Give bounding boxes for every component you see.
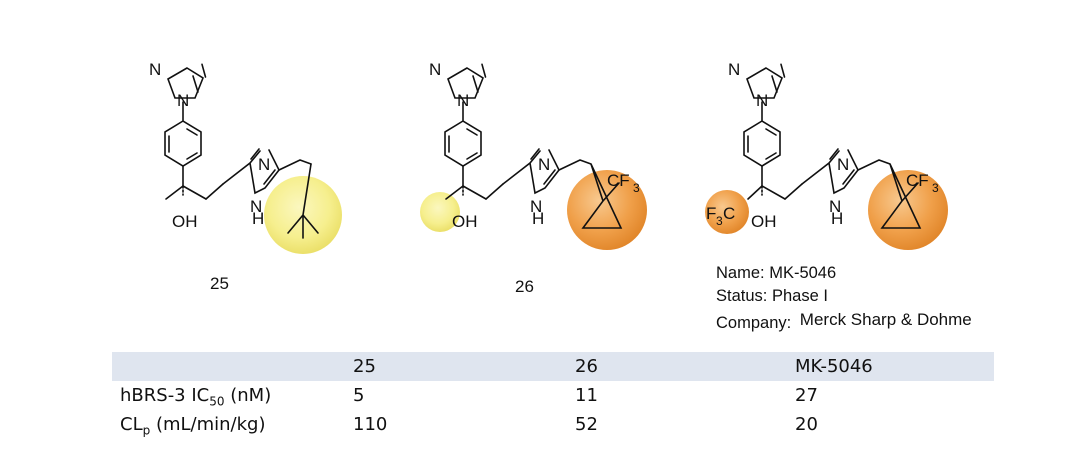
table-header-cell: MK-5046 bbox=[795, 356, 873, 377]
svg-text:C: C bbox=[723, 204, 735, 223]
table-header-cell: 25 bbox=[353, 356, 376, 377]
svg-text:N: N bbox=[429, 60, 441, 79]
svg-text:H: H bbox=[532, 209, 544, 228]
info-name-value: MK-5046 bbox=[769, 264, 837, 282]
svg-text:N: N bbox=[258, 155, 270, 174]
cf3-cyclopropyl-highlight bbox=[868, 170, 948, 250]
cf3-highlight bbox=[705, 190, 749, 234]
svg-text:CF: CF bbox=[906, 171, 929, 190]
svg-text:OH: OH bbox=[172, 212, 198, 231]
table-row: hBRS-3 IC50 (nM) 5 11 27 bbox=[112, 381, 994, 410]
table-cell: 52 bbox=[575, 414, 598, 435]
info-company-label: Company: bbox=[716, 314, 792, 332]
svg-text:N: N bbox=[728, 60, 740, 79]
svg-text:N: N bbox=[250, 197, 262, 216]
compound-25-structure: N N OH N N H bbox=[149, 60, 342, 254]
svg-text:H: H bbox=[831, 209, 843, 228]
svg-text:N: N bbox=[538, 155, 550, 174]
compound-label-26: 26 bbox=[515, 277, 534, 296]
svg-text:N: N bbox=[149, 60, 161, 79]
activity-table: 25 26 MK-5046 hBRS-3 IC50 (nM) 5 11 27 C… bbox=[112, 352, 994, 439]
cf3-cyclopropyl-highlight bbox=[567, 170, 647, 250]
svg-text:H: H bbox=[252, 209, 264, 228]
table-cell: 11 bbox=[575, 385, 598, 406]
info-status: Status: Phase I bbox=[716, 287, 828, 306]
svg-text:3: 3 bbox=[716, 214, 723, 228]
table-cell: 20 bbox=[795, 414, 818, 435]
table-header-row: 25 26 MK-5046 bbox=[112, 352, 994, 381]
svg-text:CF: CF bbox=[607, 171, 630, 190]
svg-text:N: N bbox=[530, 197, 542, 216]
row-label-ic50: hBRS-3 IC50 (nM) bbox=[120, 385, 272, 409]
table-row: CLp (mL/min/kg) 110 52 20 bbox=[112, 410, 994, 439]
compound-26-structure: N N OH N N H CF 3 bbox=[420, 60, 647, 250]
info-company: Company: Merck Sharp & Dohme bbox=[716, 310, 972, 333]
svg-text:N: N bbox=[756, 91, 768, 110]
svg-text:OH: OH bbox=[751, 212, 777, 231]
svg-text:N: N bbox=[177, 91, 189, 110]
table-cell: 110 bbox=[353, 414, 388, 435]
svg-text:N: N bbox=[457, 91, 469, 110]
svg-text:3: 3 bbox=[932, 181, 939, 195]
table-cell: 5 bbox=[353, 385, 365, 406]
info-company-value: Merck Sharp & Dohme bbox=[799, 310, 972, 329]
table-header-cell: 26 bbox=[575, 356, 598, 377]
methyl-highlight bbox=[420, 192, 460, 232]
info-name: Name: MK-5046 bbox=[716, 264, 836, 283]
svg-text:OH: OH bbox=[452, 212, 478, 231]
svg-text:N: N bbox=[829, 197, 841, 216]
svg-text:F: F bbox=[706, 204, 716, 223]
info-status-value: Phase I bbox=[771, 287, 828, 305]
compound-label-25: 25 bbox=[210, 274, 229, 293]
svg-text:3: 3 bbox=[633, 181, 640, 195]
info-name-label: Name: bbox=[716, 264, 765, 282]
row-label-clp: CLp (mL/min/kg) bbox=[120, 414, 266, 438]
info-status-label: Status: bbox=[716, 287, 768, 305]
table-cell: 27 bbox=[795, 385, 818, 406]
compound-mk5046-structure: N N OH N N H CF 3 F 3 C bbox=[705, 60, 948, 250]
svg-text:N: N bbox=[837, 155, 849, 174]
